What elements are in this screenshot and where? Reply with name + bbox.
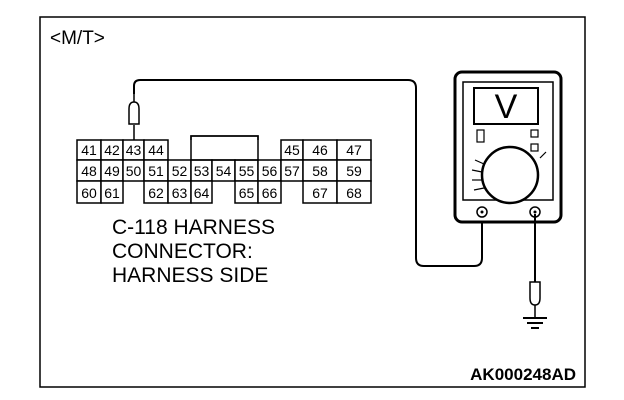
connector-pin-label: 49: [104, 163, 120, 179]
lead-wire-red: [133, 79, 483, 267]
caption-line-1: C-118 HARNESS: [112, 216, 275, 239]
connector-pin-label: 41: [81, 142, 97, 158]
connector-pin-label: 45: [284, 142, 300, 158]
connector-pin-label: 48: [81, 163, 97, 179]
connector-pin-label: 59: [346, 163, 362, 179]
connector-pin-label: 60: [81, 185, 97, 201]
connector-pin-cell: [257, 180, 282, 204]
connector-pin-label: 53: [194, 163, 210, 179]
connector-pin-cell: [100, 180, 124, 204]
connector-pin-cell: [336, 180, 372, 204]
connector-pin-label: 65: [239, 185, 255, 201]
diagram-frame: [39, 16, 586, 388]
connector-pin-label: 43: [126, 142, 142, 158]
connector-pin-label: 68: [346, 185, 362, 201]
connector-pin-label: 50: [126, 163, 142, 179]
ground-icon: [523, 317, 547, 329]
caption-line-3: HARNESS SIDE: [112, 264, 268, 287]
connector-pin-label: 46: [312, 142, 328, 158]
c118-connector: 41 42 43 44 45 46 47 48 49 50 51 52 53 54 55 56 57 58 59 60…: [76, 135, 372, 204]
connector-pin-label: 66: [262, 185, 278, 201]
meter-display: [473, 87, 539, 125]
connector-pin-label: 63: [172, 185, 188, 201]
connector-pin-label: 51: [148, 163, 164, 179]
connector-pin-label: 55: [239, 163, 255, 179]
probe-red: [128, 94, 140, 140]
connector-pin-label: 52: [172, 163, 188, 179]
connector-pin-label: 58: [312, 163, 328, 179]
connector-pin-label: 57: [284, 163, 300, 179]
probe-black-ground: [529, 214, 541, 318]
connector-pin-label: 44: [148, 142, 164, 158]
connector-pin-label: 67: [312, 185, 328, 201]
caption-line-2: CONNECTOR:: [112, 240, 253, 263]
connector-pin-label: 62: [148, 185, 164, 201]
connector-pin-label: 47: [346, 142, 362, 158]
connector-key-outline: [190, 135, 259, 161]
voltmeter: V: [453, 70, 563, 224]
figure-code: AK000248AD: [470, 365, 576, 384]
header-label: <M/T>: [50, 28, 105, 49]
meter-symbol: V: [495, 88, 518, 126]
connector-pin-cell: [190, 180, 213, 204]
connector-pin-label: 42: [104, 142, 120, 158]
connector-pin-label: 54: [216, 163, 232, 179]
selector-dial: [480, 145, 540, 205]
connector-pin-label: 61: [104, 185, 120, 201]
connector-pin-label: 56: [262, 163, 278, 179]
connector-pin-label: 64: [194, 185, 210, 201]
